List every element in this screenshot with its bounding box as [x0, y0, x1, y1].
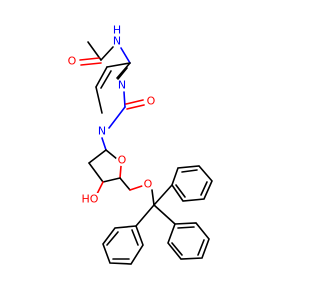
atom-label-n3: N: [118, 79, 126, 92]
bond-n1-c2: [108, 106, 126, 129]
atom-label-ring-o: O: [118, 154, 127, 167]
bond-carbonyl-nh: [100, 46, 114, 61]
bond-carbonyl-double-1: [79, 57, 100, 61]
bond-c5-c6: [95, 66, 108, 88]
phenyl-ring-left: [102, 204, 155, 265]
bond-n1-c1prime: [101, 137, 107, 151]
bond-c4-n3-inner: [117, 67, 128, 80]
phenyl-ring-upper-double-1: [181, 169, 198, 173]
phenyl-ring-left-double-3: [131, 229, 139, 246]
phenyl-ring-right-double-1: [177, 226, 195, 229]
phenyl-ring-right-outline: [167, 222, 210, 260]
bond-c4prime-c5prime: [119, 177, 131, 191]
bond-c4-c5: [106, 62, 131, 68]
bond-c6-n1: [95, 86, 103, 114]
bond-c2prime-c3prime: [88, 162, 104, 183]
atom-label-n1: N: [98, 125, 106, 138]
phenyl-ring-upper-outline: [171, 165, 213, 202]
bond-c1prime-c2prime: [88, 149, 107, 164]
bond-c4-n3: [116, 62, 131, 79]
bond-nh-c4: [120, 47, 131, 64]
phenyl-ring-right: [153, 204, 210, 260]
atom-label-hydroxyl: HO: [82, 193, 99, 206]
atom-labels: O N H N N O O HO O: [66, 24, 157, 206]
atom-label-ether-o: O: [144, 178, 153, 191]
phenyl-ring-left-outline: [102, 225, 144, 265]
bond-o4prime-c4prime: [119, 165, 122, 179]
molecule-structure: O N H N N O O HO O: [66, 24, 213, 265]
bond-carbonyl-double-2: [80, 62, 102, 66]
bond-c5-c6-inner: [100, 70, 112, 89]
bond-trityl-phenyl-left: [135, 204, 155, 227]
bond-c3prime-oh: [96, 181, 104, 195]
atom-label-amide-h: H: [113, 24, 121, 37]
phenyl-ring-right-double-2: [197, 239, 205, 256]
atom-label-amide-n: N: [113, 35, 121, 48]
bond-c2-o-double-1: [125, 99, 144, 105]
bond-trityl-phenyl-right: [153, 204, 176, 225]
phenyl-ring-left-double-1: [106, 231, 119, 246]
bond-n3-c2: [123, 91, 126, 108]
pyrimidinone-ring: [95, 62, 145, 129]
bond-trityl-phenyl-upper: [153, 184, 173, 206]
bond-ether-o-trityl-c: [151, 189, 155, 206]
phenyl-ring-upper-double-2: [200, 181, 208, 196]
phenyl-ring-upper-double-3: [175, 184, 186, 198]
bond-c2-o-double-2: [126, 104, 145, 110]
bond-c3prime-c4prime: [102, 177, 121, 183]
phenyl-ring-upper: [153, 165, 213, 206]
bond-c1prime-o4prime: [105, 149, 118, 160]
deoxyribose-ring: [88, 137, 155, 206]
phenyl-ring-right-double-3: [171, 242, 183, 256]
bond-methyl-carbonyl: [87, 41, 102, 61]
atom-label-carbonyl-o: O: [147, 95, 156, 108]
acetamide-group: [79, 41, 131, 66]
bond-c5prime-ether-o: [129, 185, 143, 191]
atom-label-acetyl-o: O: [68, 55, 77, 68]
